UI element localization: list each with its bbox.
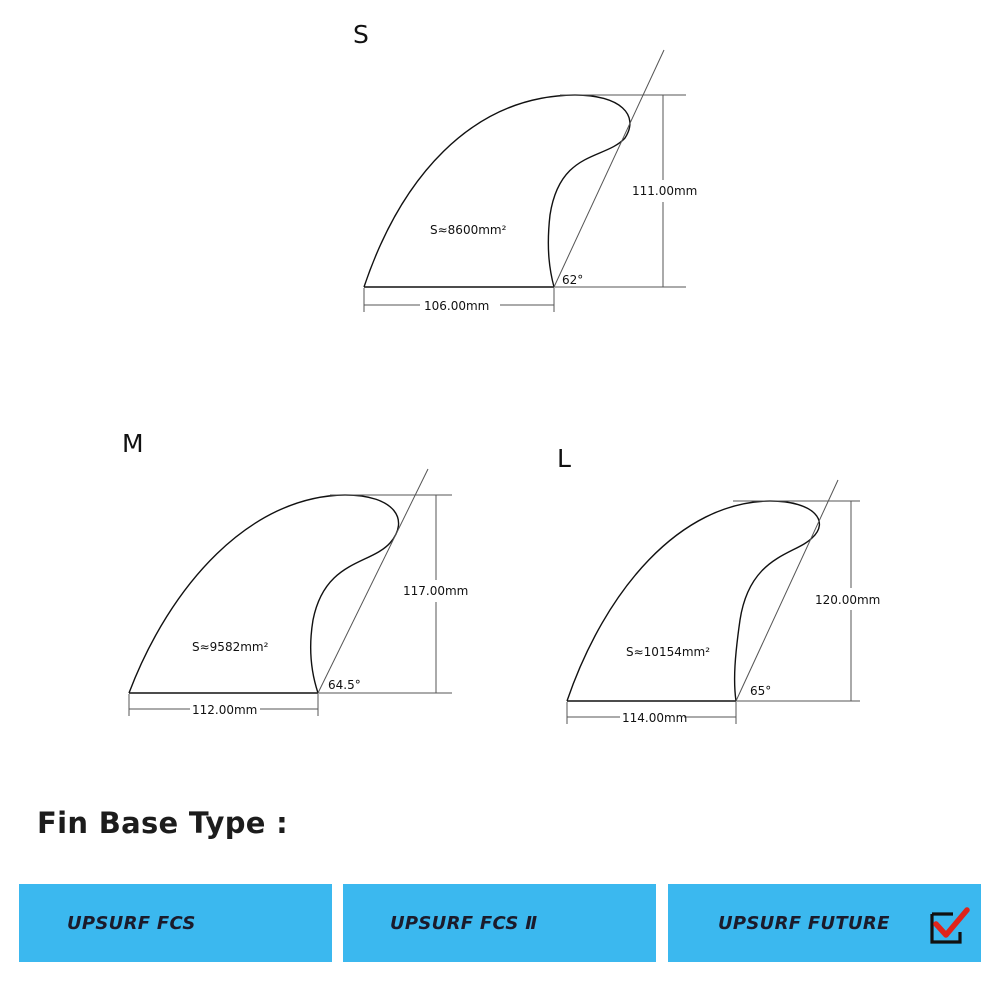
- size-label-s: S: [353, 20, 369, 49]
- fin-m-base-length: 112.00mm: [192, 703, 257, 717]
- fin-s-base-length: 106.00mm: [424, 299, 489, 313]
- fin-l-angle: 65°: [750, 684, 771, 698]
- fin-base-option-label: UPSURF FCS Ⅱ: [390, 912, 538, 934]
- fin-s-height: 111.00mm: [632, 184, 697, 198]
- fin-l: L 120.00mm 114.00mm S≈10154mm² 65°: [557, 444, 880, 725]
- fin-s: S 111.00mm 106.00mm S≈8600mm² 62°: [353, 20, 697, 313]
- fin-base-option-fcs[interactable]: UPSURF FCS: [19, 884, 332, 962]
- fin-s-rake-line: [553, 49, 665, 288]
- fin-m-area: S≈9582mm²: [192, 640, 269, 654]
- fin-m-outline: [128, 494, 400, 694]
- fin-s-angle: 62°: [562, 273, 583, 287]
- fin-l-area: S≈10154mm²: [626, 645, 710, 659]
- fin-m: M 117.00mm 112.00mm S≈9582mm² 64.5°: [122, 429, 468, 717]
- size-label-m: M: [122, 429, 144, 458]
- fin-size-diagrams: S 111.00mm 106.00mm S≈8600mm² 62° M 117.…: [122, 20, 880, 725]
- fin-l-base-length: 114.00mm: [622, 711, 687, 725]
- fin-s-area: S≈8600mm²: [430, 223, 507, 237]
- fin-l-height: 120.00mm: [815, 593, 880, 607]
- fin-m-height: 117.00mm: [403, 584, 468, 598]
- fin-s-outline: [363, 94, 631, 288]
- fin-l-rake-line: [735, 479, 839, 702]
- checkbox-checked-icon: [930, 907, 970, 944]
- fin-base-option-fcs-ii[interactable]: UPSURF FCS Ⅱ: [343, 884, 656, 962]
- fin-base-option-label: UPSURF FCS: [67, 912, 196, 934]
- fin-m-angle: 64.5°: [328, 678, 361, 692]
- fin-base-type-heading: Fin Base Type :: [37, 806, 289, 840]
- size-label-l: L: [557, 444, 571, 473]
- fin-base-option-label: UPSURF FUTURE: [718, 912, 890, 934]
- fin-m-rake-line: [317, 468, 429, 694]
- fin-l-outline: [566, 500, 821, 702]
- fin-base-option-future[interactable]: UPSURF FUTURE: [668, 884, 981, 962]
